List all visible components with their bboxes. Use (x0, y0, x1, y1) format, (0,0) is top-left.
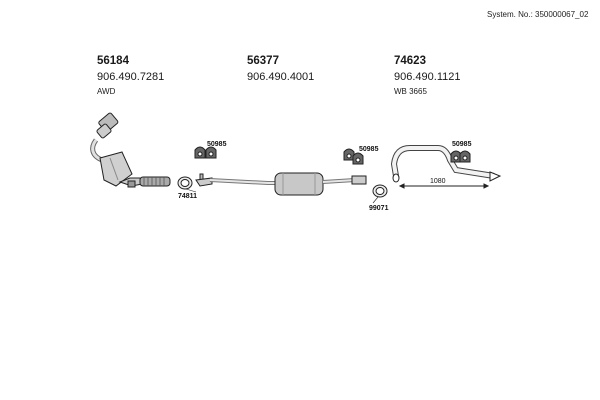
callout-clamp-b: 99071 (369, 205, 389, 212)
part-number: 74623 (394, 55, 426, 67)
system-number: System. No.: 350000067_02 (487, 10, 589, 19)
oem-number: 906.490.4001 (247, 71, 315, 83)
part-note: WB 3665 (394, 87, 427, 96)
hanger-set-c (450, 150, 471, 163)
callout-hanger-c: 50985 (452, 141, 472, 148)
part-block-middle-silencer: 56377 906.490.4001 (247, 54, 314, 84)
oem-number: 906.490.1121 (394, 71, 461, 83)
middle-pipe-silencer (195, 172, 367, 196)
part-number: 56377 (247, 55, 279, 67)
part-block-tail-pipe: 74623 906.490.1121 WB 3665 (394, 54, 460, 97)
leader-lines (185, 188, 379, 204)
part-block-front-pipe: 56184 906.490.7281 AWD (97, 54, 164, 97)
callout-clamp-a: 74811 (178, 193, 198, 200)
callout-hanger-b: 50985 (359, 146, 379, 153)
part-number: 56184 (97, 55, 129, 67)
part-note: AWD (97, 87, 116, 96)
clamp-74811 (177, 176, 193, 190)
front-pipe-catalyst (90, 112, 171, 188)
dimension-line (398, 183, 490, 189)
tail-pipe (390, 145, 502, 183)
hanger-set-a (194, 146, 217, 159)
oem-number: 906.490.7281 (97, 71, 165, 83)
callout-hanger-a: 50985 (207, 141, 227, 148)
dimension-label: 1080 (430, 178, 446, 185)
hanger-set-b (343, 148, 364, 165)
clamp-99071 (372, 184, 388, 198)
